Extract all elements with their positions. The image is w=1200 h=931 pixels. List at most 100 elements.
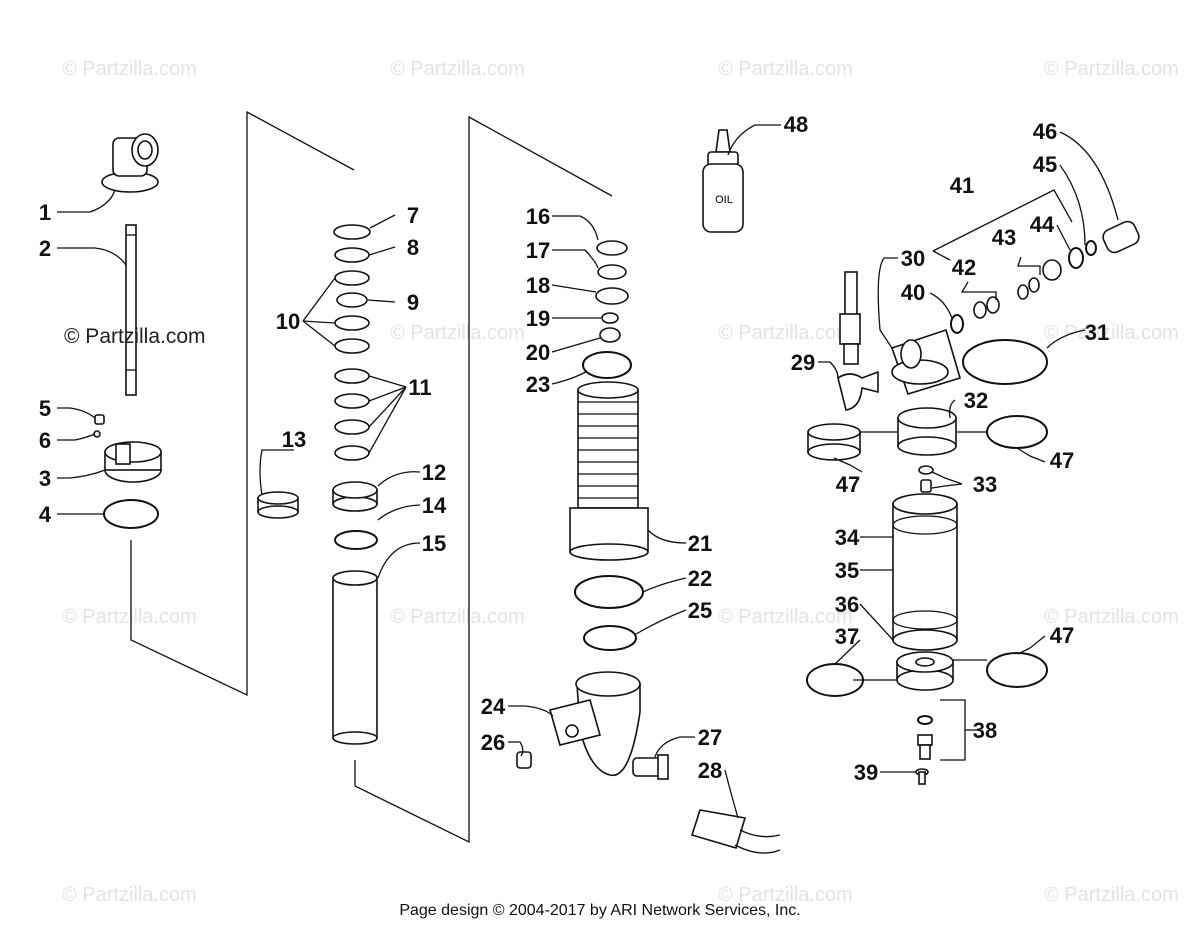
callout-12: 12: [422, 460, 446, 485]
callout-43: 43: [992, 225, 1016, 250]
callout-7: 7: [407, 203, 419, 228]
part-threaded-body: [569, 381, 649, 561]
callout-6: 6: [39, 428, 51, 453]
watermark: © Partzilla.com: [1044, 322, 1179, 344]
part-rod-end-cap: [104, 441, 162, 483]
part-o-ring-23: [582, 351, 632, 379]
part-screw-39: [915, 768, 929, 785]
callout-34: 34: [835, 525, 860, 550]
part-set-screws: [93, 414, 105, 438]
callout-46: 46: [1033, 119, 1057, 144]
callout-26: 26: [481, 730, 505, 755]
callout-19: 19: [526, 306, 550, 331]
callout-32: 32: [964, 388, 988, 413]
callout-44: 44: [1030, 212, 1055, 237]
part-fitting-27: [632, 754, 669, 780]
part-valve-33: [918, 465, 934, 493]
callout-47: 47: [1050, 448, 1074, 473]
watermark: © Partzilla.com: [718, 606, 853, 628]
callout-9: 9: [407, 290, 419, 315]
callout-45: 45: [1033, 152, 1057, 177]
part-eye-mount: [101, 133, 159, 193]
callout-41: 41: [950, 173, 974, 198]
part-floating-piston-32: [897, 407, 957, 456]
part-hose-28: [690, 809, 781, 854]
callout-23: 23: [526, 372, 550, 397]
part-o-ring-31: [962, 339, 1048, 385]
leader-lines: [57, 124, 1119, 819]
callout-15: 15: [422, 531, 446, 556]
watermark: © Partzilla.com: [390, 606, 525, 628]
part-valve-38: [917, 715, 933, 760]
part-bottom-mount: [549, 671, 641, 777]
watermark: © Partzilla.com: [1044, 58, 1179, 80]
callout-2: 2: [39, 236, 51, 261]
part-elbow-29: [837, 370, 879, 411]
watermark: © Partzilla.com: [390, 58, 525, 80]
part-valve-parts-40-45: [950, 240, 1097, 334]
part-o-ring-22: [574, 575, 644, 609]
callout-29: 29: [791, 350, 815, 375]
part-o-ring-4: [103, 499, 159, 529]
watermark: © Partzilla.com: [1044, 884, 1179, 906]
callout-28: 28: [698, 758, 722, 783]
part-reservoir-head-30: [890, 328, 961, 395]
part-o-ring-25: [583, 625, 637, 651]
callout-21: 21: [688, 531, 712, 556]
callout-35: 35: [835, 558, 859, 583]
callout-47: 47: [1050, 623, 1074, 648]
callout-47: 47: [836, 472, 860, 497]
callout-38: 38: [973, 718, 997, 743]
callout-4: 4: [39, 502, 52, 527]
callout-24: 24: [481, 694, 506, 719]
watermark: © Partzilla.com: [62, 606, 197, 628]
bottle-label: OIL: [715, 194, 733, 206]
callout-16: 16: [526, 204, 550, 229]
watermark-dark: © Partzilla.com: [64, 325, 206, 348]
callout-36: 36: [835, 592, 859, 617]
callout-5: 5: [39, 396, 51, 421]
callout-1: 1: [39, 200, 51, 225]
watermark: © Partzilla.com: [390, 322, 525, 344]
watermark: © Partzilla.com: [62, 58, 197, 80]
callout-27: 27: [698, 725, 722, 750]
callout-labels: 1 2 3 4 5 6 7 8 9 10 11 12 13 14 15 16 1…: [39, 112, 1109, 785]
callout-31: 31: [1085, 320, 1109, 345]
part-reservoir-body-34: [892, 493, 958, 651]
callout-17: 17: [526, 238, 550, 263]
callout-22: 22: [688, 566, 712, 591]
callout-42: 42: [952, 255, 976, 280]
part-plug-26: [516, 751, 532, 769]
part-ring-47-right: [986, 415, 1048, 449]
callout-8: 8: [407, 235, 419, 260]
callout-14: 14: [422, 493, 447, 518]
watermark: © Partzilla.com: [1044, 606, 1179, 628]
callout-13: 13: [282, 427, 306, 452]
callout-11: 11: [408, 375, 431, 400]
part-o-ring-14: [334, 530, 378, 550]
callout-25: 25: [688, 598, 712, 623]
part-center-washers: [595, 240, 629, 343]
callout-10: 10: [276, 309, 300, 334]
callout-30: 30: [901, 246, 925, 271]
callout-48: 48: [784, 112, 808, 137]
part-ring-47-lower: [986, 652, 1048, 688]
callout-20: 20: [526, 340, 550, 365]
callout-18: 18: [526, 273, 550, 298]
watermark: © Partzilla.com: [718, 884, 853, 906]
callout-40: 40: [901, 280, 925, 305]
part-piston-rod: [125, 224, 137, 396]
callout-39: 39: [854, 760, 878, 785]
part-piston: [332, 481, 378, 512]
callout-3: 3: [39, 466, 51, 491]
callout-33: 33: [973, 472, 997, 497]
part-oil-bottle: OIL: [702, 129, 744, 233]
part-adjuster-46: [1102, 220, 1140, 254]
part-shim-stack: [333, 224, 371, 461]
watermark: © Partzilla.com: [718, 58, 853, 80]
part-end-cap-36: [896, 651, 954, 691]
part-body-tube: [332, 570, 378, 745]
callout-37: 37: [835, 624, 859, 649]
part-bushing-13: [257, 491, 299, 519]
